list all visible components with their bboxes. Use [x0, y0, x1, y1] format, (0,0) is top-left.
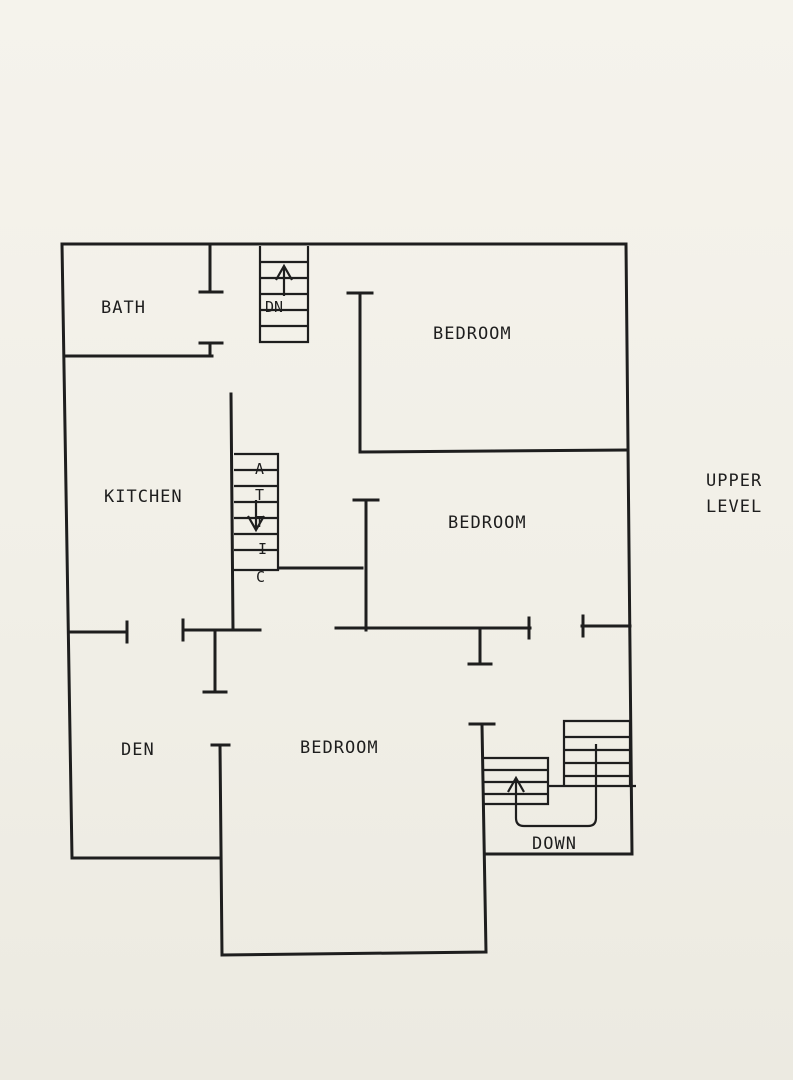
attic-letter-1: A	[255, 460, 264, 478]
attic-stairs-outline	[234, 452, 280, 572]
kitchen-bottom-left	[68, 620, 129, 644]
top-bedroom-left-wall	[358, 292, 628, 454]
room-label-bedroom-bottom: BEDROOM	[300, 738, 379, 758]
den-right-stub	[202, 628, 228, 694]
attic-letter-3: T	[255, 513, 264, 531]
wall-bottom-bedroom	[218, 723, 488, 957]
stairs-label-down: DOWN	[532, 834, 577, 854]
attic-letter-2: T	[255, 486, 264, 504]
room-label-bath: BATH	[101, 298, 146, 318]
kitchen-bottom-right	[181, 618, 262, 642]
room-label-kitchen: KITCHEN	[104, 487, 183, 507]
top-stairs	[258, 246, 310, 344]
level-title-line-1: UPPER	[706, 471, 763, 491]
room-label-bedroom-top: BEDROOM	[433, 324, 512, 344]
level-title: UPPER LEVEL	[706, 468, 762, 520]
wall-left	[60, 242, 222, 860]
kitchen-walls	[229, 392, 364, 632]
bath-door-jamb-upper	[198, 244, 224, 294]
exterior-walls	[60, 242, 634, 957]
middle-bedroom-bottom-wall	[334, 616, 532, 640]
room-label-bedroom-middle: BEDROOM	[448, 513, 527, 533]
middle-bedroom-left-wall	[352, 498, 380, 632]
attic-stairs	[234, 452, 280, 572]
bath-walls	[62, 244, 224, 358]
top-bedroom-walls	[346, 291, 628, 454]
top-stairs-arrow	[275, 263, 293, 296]
down-stairs	[484, 719, 636, 828]
den-walls	[68, 618, 496, 747]
room-label-den: DEN	[121, 740, 155, 760]
down-stairs-upper-outline	[562, 719, 632, 785]
hall-stub	[467, 626, 493, 666]
attic-letter-5: C	[256, 568, 265, 586]
kitchen-right-wall	[229, 392, 235, 632]
attic-letter-4: I	[258, 540, 267, 558]
wall-right	[484, 242, 634, 856]
attic-stairs-arrow	[247, 500, 265, 533]
bath-door-jamb-lower	[198, 341, 224, 358]
middle-bedroom-door-jamb	[580, 614, 632, 638]
stairs-label-dn: DN	[265, 298, 283, 316]
level-title-line-2: LEVEL	[706, 497, 763, 517]
middle-bedroom-walls	[334, 498, 632, 666]
down-stairs-arrow	[507, 744, 598, 828]
